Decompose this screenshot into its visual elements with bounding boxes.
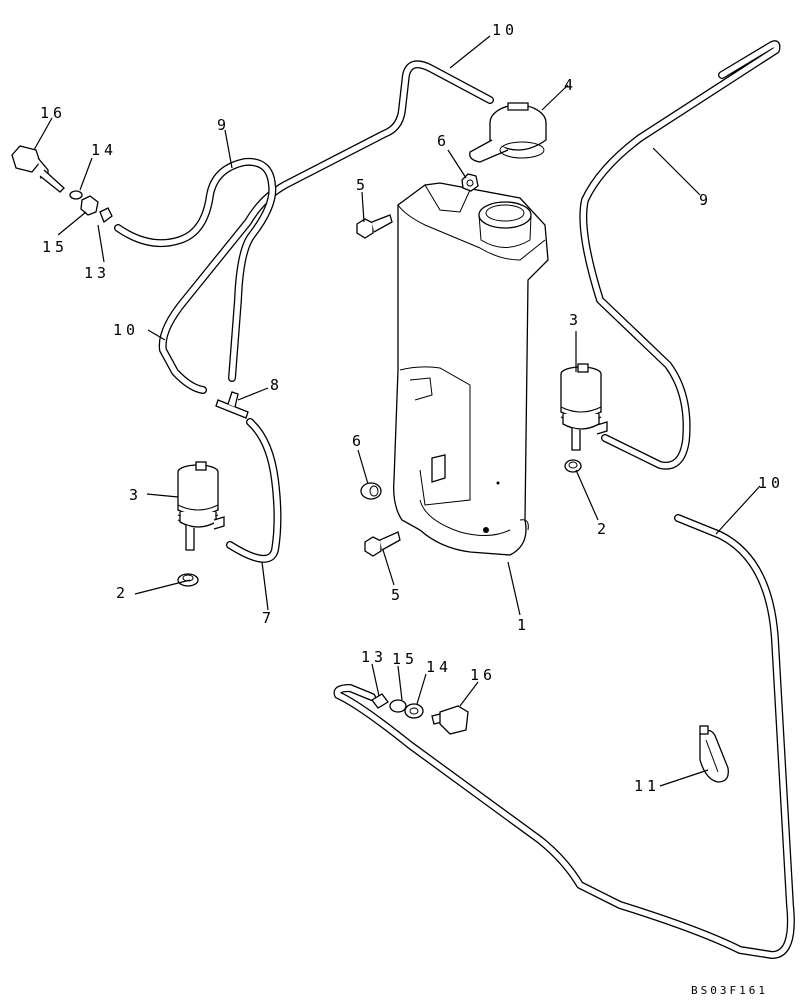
callout-16-lower: 16 (470, 666, 496, 684)
reservoir-cap (469, 102, 547, 163)
callout-13-lower: 13 (361, 648, 387, 666)
callout-3-left: 3 (129, 486, 142, 504)
drawing-code: BS03F161 (691, 984, 768, 997)
callout-9-right: 9 (699, 191, 712, 209)
reservoir-tank (393, 182, 549, 556)
hose-group (114, 40, 795, 959)
callout-10-left: 10 (113, 321, 139, 339)
callout-1: 1 (517, 616, 530, 634)
nozzle-assembly-upper (11, 145, 113, 224)
callout-14-upper: 14 (91, 141, 117, 159)
washer-pump-right (560, 363, 608, 451)
callout-13-upper: 13 (84, 264, 110, 282)
nozzle-assembly-center (371, 693, 469, 735)
tee-connector (215, 391, 249, 419)
grommet-6-upper (461, 173, 479, 192)
callout-6-upper: 6 (437, 132, 450, 150)
callout-7: 7 (262, 609, 275, 627)
callout-4: 4 (564, 76, 577, 94)
callout-10-right: 10 (758, 474, 784, 492)
callout-15-upper: 15 (42, 238, 68, 256)
hose-10-lower (333, 514, 795, 959)
callout-9-left: 9 (217, 116, 230, 134)
hose-clamp (699, 725, 729, 783)
grommet-6-lower (360, 482, 382, 500)
callout-8: 8 (270, 376, 283, 394)
callout-3-right: 3 (569, 311, 582, 329)
leader-lines (33, 35, 761, 787)
callout-2-left: 2 (116, 584, 129, 602)
hose-9-right (579, 40, 781, 470)
hose-10-upper (158, 60, 494, 394)
callout-6-lower: 6 (352, 432, 365, 450)
callout-5-upper: 5 (356, 176, 369, 194)
callout-5-lower: 5 (391, 586, 404, 604)
hose-9-left (114, 157, 277, 382)
callout-16-upper: 16 (40, 104, 66, 122)
callout-11: 11 (634, 777, 660, 795)
bolt-5-lower (364, 531, 401, 557)
grommet-2-right (564, 459, 582, 473)
hose-7 (226, 418, 282, 563)
callout-labels: 1 2 2 3 3 4 5 5 6 6 7 8 9 9 10 10 10 11 … (40, 21, 784, 795)
callout-14-lower: 14 (426, 658, 452, 676)
washer-pump-left (177, 461, 225, 551)
bolt-5-upper (356, 214, 393, 239)
callout-10-top: 10 (492, 21, 518, 39)
callout-2-right: 2 (597, 520, 610, 538)
callout-15-lower: 15 (392, 650, 418, 668)
